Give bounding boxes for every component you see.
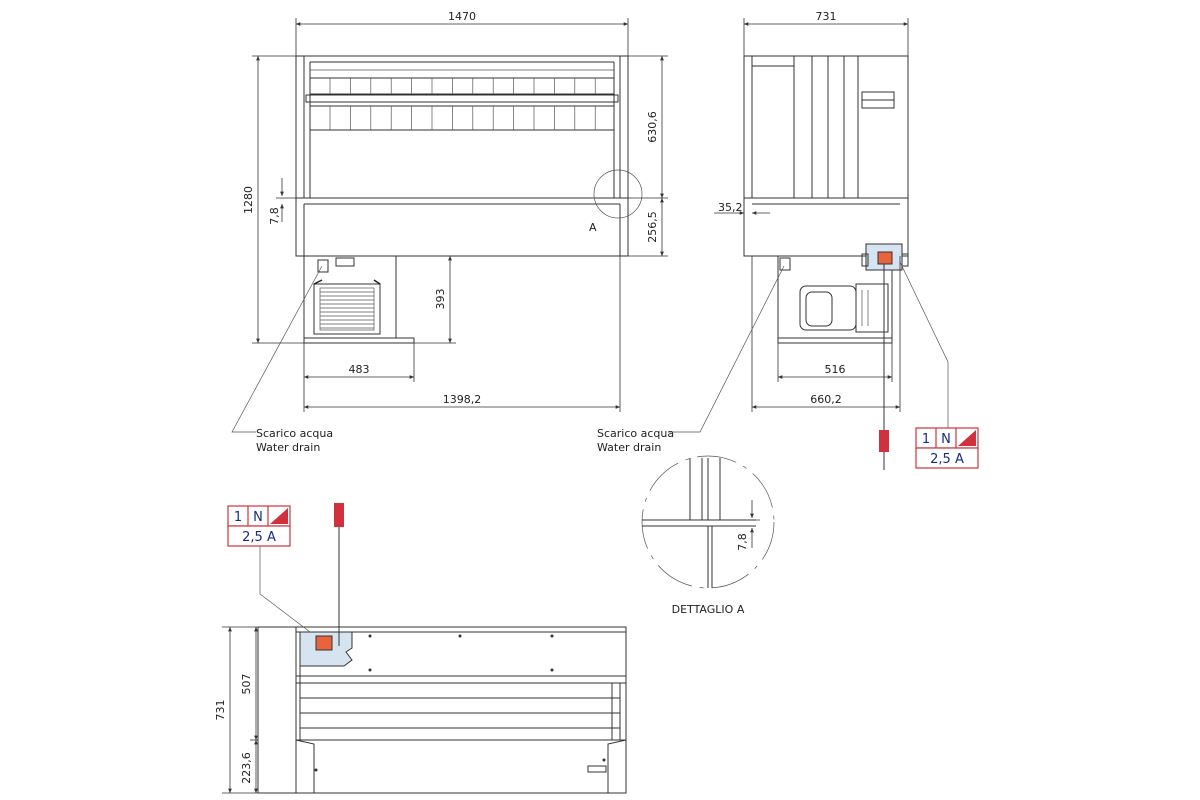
svg-text:256,5: 256,5: [646, 211, 659, 243]
dim-unit-393: 393: [396, 255, 456, 344]
top-outline: [257, 626, 627, 794]
dim-lip-7-8: 7,8: [268, 178, 296, 225]
electrical-rating-top: 1 N 2,5 A: [227, 505, 291, 547]
front-view: A 1470 1280: [231, 10, 668, 454]
svg-text:1398,2: 1398,2: [443, 393, 482, 406]
side-view: 731 35,2 516 660,2 Scarico acqua Water d…: [597, 10, 979, 470]
svg-text:516: 516: [825, 363, 846, 376]
top-electrical-panel: [299, 631, 353, 667]
dim-offset-35-2: 35,2: [714, 201, 770, 215]
top-socket-icon: [315, 635, 333, 651]
top-drain-slot: [587, 765, 607, 773]
drain-fitting: [335, 257, 355, 267]
drain-note-side: Scarico acqua Water drain: [597, 265, 785, 454]
condenser-icon: [313, 279, 381, 335]
rating-box-bottom: [915, 447, 979, 469]
dim-unit-width-483: 483: [303, 343, 415, 382]
svg-text:1280: 1280: [242, 186, 255, 214]
svg-text:1470: 1470: [448, 10, 476, 23]
side-drain-pipe-icon: [779, 257, 791, 271]
svg-text:N: N: [253, 510, 263, 525]
top-ground-triangle-icon: [270, 508, 288, 524]
svg-text:731: 731: [214, 700, 227, 721]
shelf-lower: [310, 105, 614, 131]
dim-basin-256-5: 256,5: [628, 198, 668, 257]
detail-circle: [641, 455, 775, 589]
socket-icon: [877, 251, 893, 265]
side-shelf-bracket: [861, 91, 895, 109]
dim-width-1470: 1470: [295, 10, 629, 56]
display-canopy: [295, 55, 629, 199]
detail-a-label: A: [589, 221, 597, 234]
ground-triangle-icon: [958, 430, 976, 446]
dim-top-630-6: 630,6: [628, 55, 668, 199]
top-rating-box-bottom: [227, 525, 291, 547]
svg-text:483: 483: [349, 363, 370, 376]
svg-text:731: 731: [816, 10, 837, 23]
svg-text:660,2: 660,2: [810, 393, 842, 406]
top-plug-icon: [334, 503, 344, 527]
detail-a-view: 7,8 DETTAGLIO A: [641, 455, 775, 616]
svg-text:507: 507: [240, 674, 253, 695]
shelf-upper: [310, 77, 614, 95]
svg-text:1: 1: [234, 510, 242, 525]
dim-depth-731: 731: [743, 10, 909, 56]
svg-text:35,2: 35,2: [718, 201, 743, 214]
svg-text:2,5 A: 2,5 A: [930, 452, 964, 467]
dim-side-base-660-2: 660,2: [751, 256, 901, 412]
top-view: 731 507 223,6 1 N 2,5 A: [214, 503, 627, 794]
svg-text:1: 1: [922, 432, 930, 447]
drain-note-front: Scarico acqua Water drain: [231, 265, 333, 454]
svg-text:7,8: 7,8: [268, 207, 281, 225]
svg-text:630,6: 630,6: [646, 111, 659, 143]
svg-text:N: N: [941, 432, 951, 447]
basin: [295, 197, 629, 257]
svg-text:393: 393: [434, 289, 447, 310]
dim-top-shelf-507: 507: [240, 627, 258, 741]
svg-text:2,5 A: 2,5 A: [242, 530, 276, 545]
drain-pipe-icon: [317, 259, 329, 273]
dim-side-unit-516: 516: [777, 343, 893, 382]
detail-title: DETTAGLIO A: [672, 603, 745, 616]
svg-text:Water drain: Water drain: [256, 441, 320, 454]
side-electrical-box: [861, 243, 909, 271]
svg-text:Scarico acqua: Scarico acqua: [256, 427, 333, 440]
svg-text:Water drain: Water drain: [597, 441, 661, 454]
dim-top-depth-731: 731: [214, 626, 258, 794]
svg-text:Scarico acqua: Scarico acqua: [597, 427, 674, 440]
dim-top-front-223-6: 223,6: [240, 740, 258, 793]
svg-text:7,8: 7,8: [736, 533, 749, 551]
side-canopy: [743, 55, 909, 199]
compressor-icon: [799, 283, 889, 333]
electrical-rating-side: 1 N 2,5 A: [915, 427, 979, 469]
plug-icon: [879, 430, 889, 452]
dim-height-1280: 1280: [242, 55, 304, 344]
shelf-bar: [305, 94, 619, 103]
svg-text:223,6: 223,6: [240, 752, 253, 784]
detail-a-marker: [593, 169, 643, 219]
dim-base-1398-2: 1398,2: [303, 256, 621, 412]
